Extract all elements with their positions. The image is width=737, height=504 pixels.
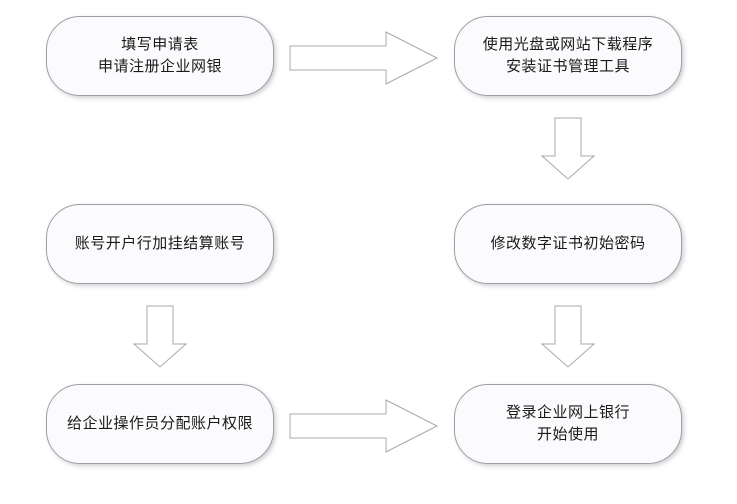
- flow-arrow-down-password-to-login: [540, 305, 596, 368]
- flow-node-line: 修改数字证书初始密码: [490, 235, 646, 252]
- flow-arrow-down-account-to-rights: [132, 305, 188, 368]
- flow-node-line: 登录企业网上银行: [505, 404, 630, 421]
- flow-node-label: 给企业操作员分配账户权限: [47, 413, 273, 435]
- flow-node-line: 使用光盘或网站下载程序: [482, 36, 654, 53]
- flow-arrow-right-apply-to-install: [289, 31, 439, 85]
- flow-node-label: 账号开户行加挂结算账号: [47, 233, 273, 255]
- flow-node-line: 给企业操作员分配账户权限: [66, 415, 253, 432]
- flow-node-label: 填写申请表 申请注册企业网银: [47, 34, 273, 78]
- flow-node-line: 安装证书管理工具: [505, 58, 630, 75]
- flow-arrow-right-rights-to-login: [289, 399, 439, 453]
- flow-node-line: 申请注册企业网银: [97, 58, 222, 75]
- flow-node-label: 使用光盘或网站下载程序 安装证书管理工具: [455, 34, 681, 78]
- flow-node-assign-operator-rights[interactable]: 给企业操作员分配账户权限: [46, 384, 274, 464]
- flow-node-link-settlement-account[interactable]: 账号开户行加挂结算账号: [46, 204, 274, 284]
- flow-node-line: 开始使用: [536, 426, 599, 443]
- flow-node-line: 填写申请表: [121, 36, 199, 53]
- flow-arrow-down-install-to-password: [540, 117, 596, 180]
- flow-node-label: 修改数字证书初始密码: [455, 233, 681, 255]
- flow-node-apply-form[interactable]: 填写申请表 申请注册企业网银: [46, 16, 274, 96]
- flow-node-change-cert-password[interactable]: 修改数字证书初始密码: [454, 204, 682, 284]
- flow-node-label: 登录企业网上银行 开始使用: [455, 402, 681, 446]
- flow-node-install-cert-tool[interactable]: 使用光盘或网站下载程序 安装证书管理工具: [454, 16, 682, 96]
- flow-node-login-and-use[interactable]: 登录企业网上银行 开始使用: [454, 384, 682, 464]
- flow-node-line: 账号开户行加挂结算账号: [74, 235, 246, 252]
